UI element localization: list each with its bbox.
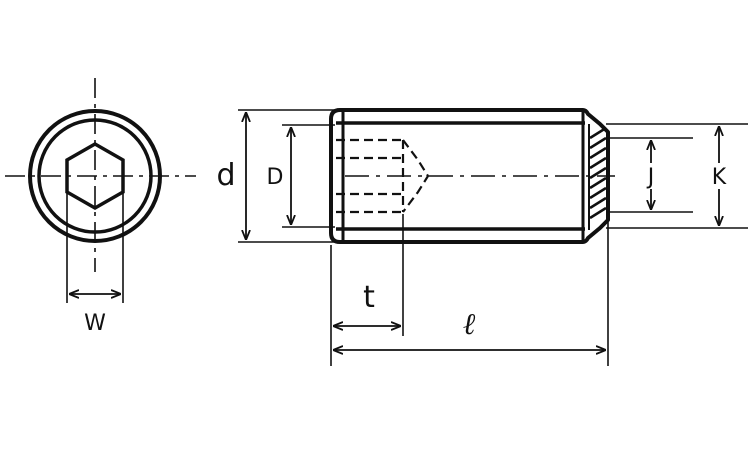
K-label: K [712, 165, 727, 190]
J-label: J [646, 165, 655, 190]
l-label: ℓ [463, 307, 476, 342]
side-view [329, 108, 615, 244]
outer-diameter-circle [28, 109, 162, 243]
screw-body-outline [329, 108, 610, 244]
D-label: D [267, 165, 284, 190]
end-view: W [5, 78, 196, 336]
t-label: t [363, 280, 375, 315]
w-label: W [84, 311, 106, 336]
cup-point-hatch [589, 126, 607, 220]
d-label: d [216, 158, 235, 193]
hex-socket [65, 141, 125, 211]
root-diameter-circle [37, 118, 153, 234]
dimensions: d D J K t ℓ [216, 109, 748, 366]
